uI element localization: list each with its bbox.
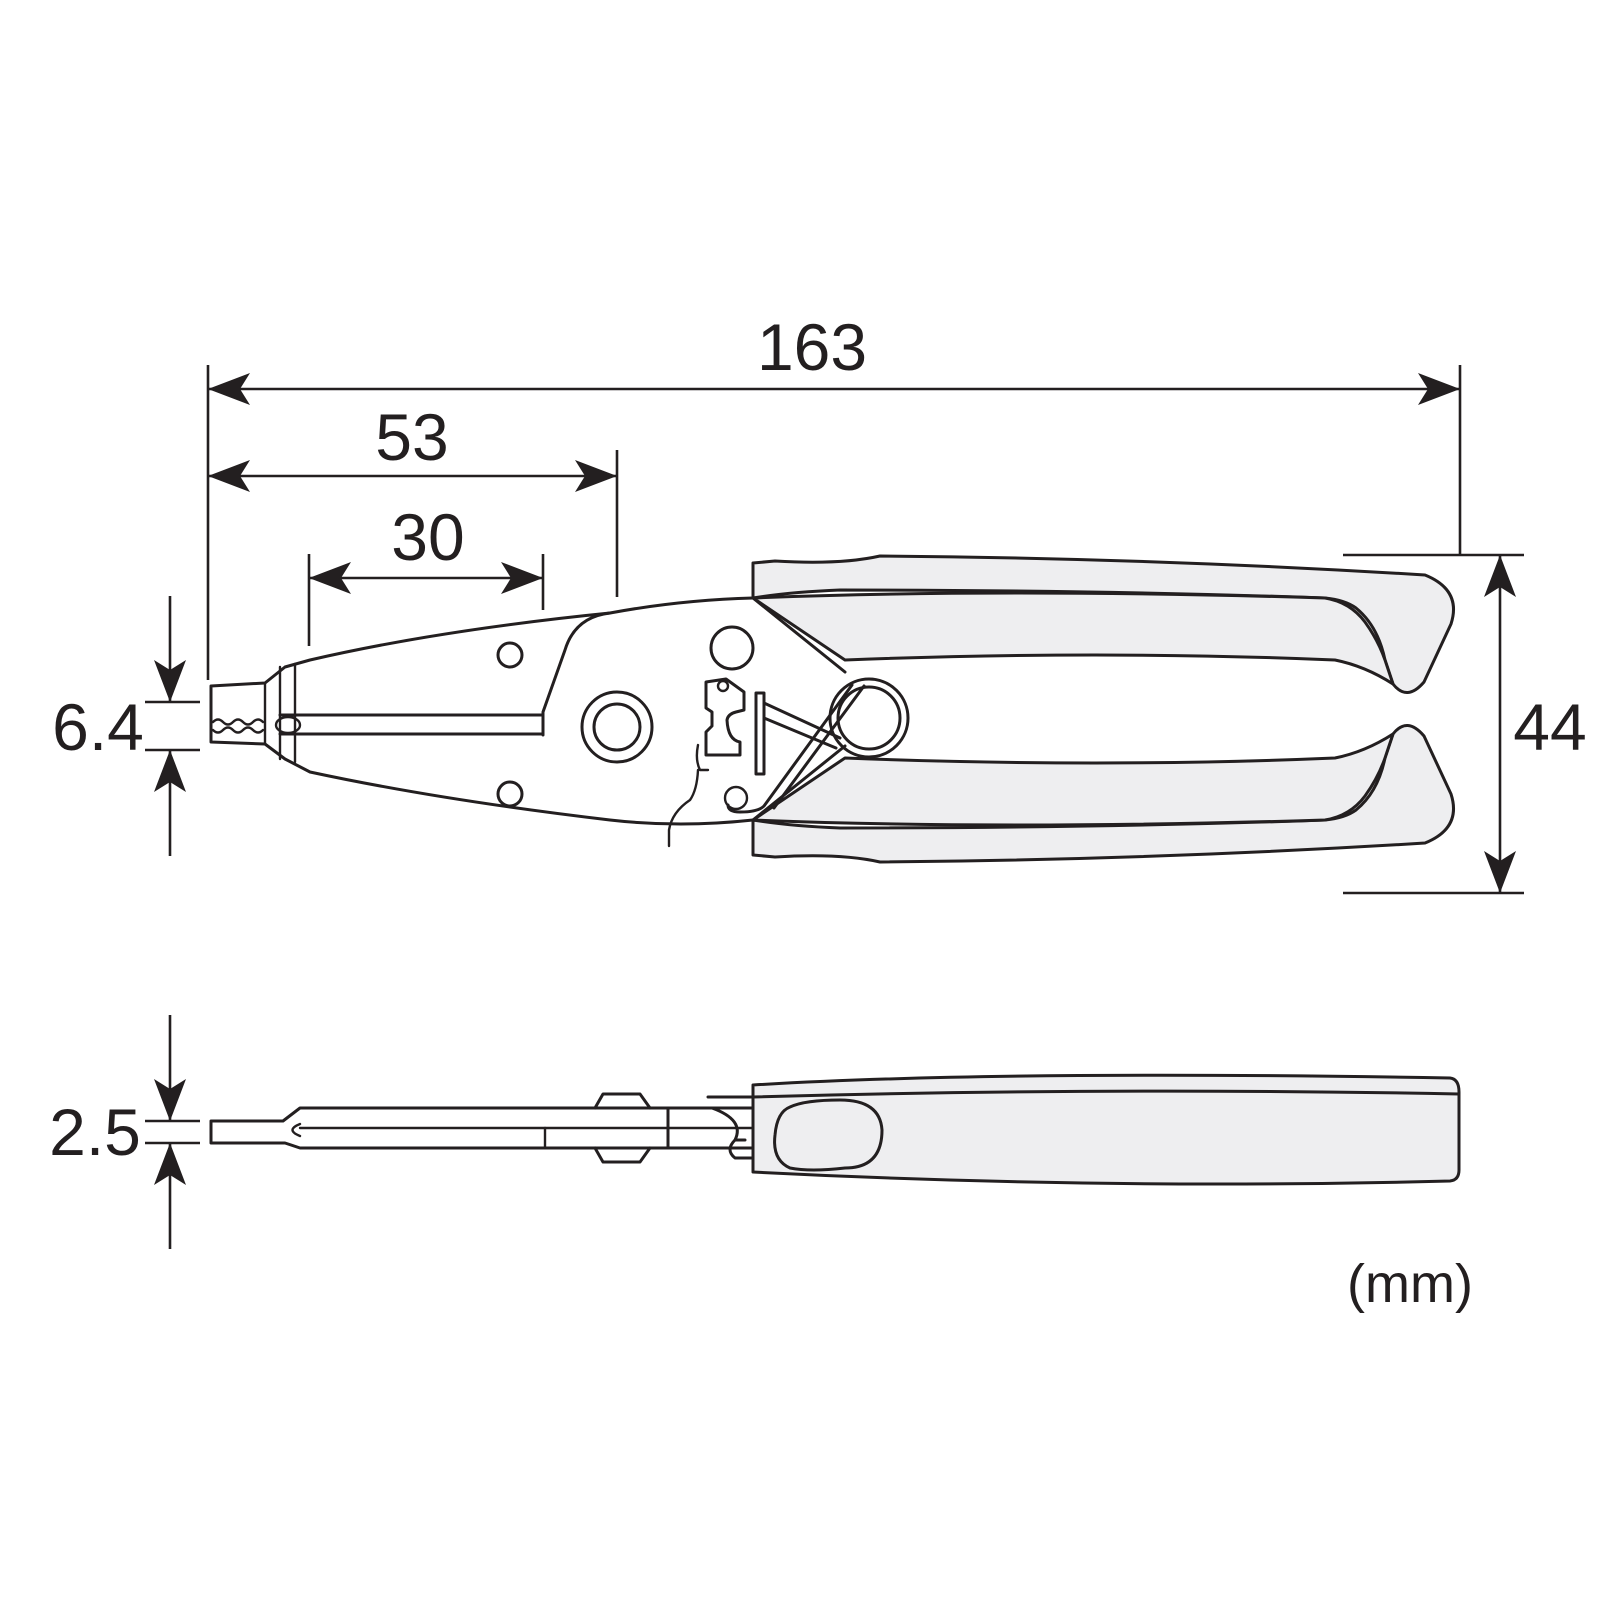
unit-label: (mm)	[1347, 1254, 1473, 1314]
jaw-tip-serration	[211, 718, 265, 726]
side-handle-cutout	[773, 1098, 884, 1172]
upper-handle-bevel	[751, 596, 847, 674]
label-pivot-length: 53	[375, 400, 448, 474]
top-view	[209, 554, 1456, 864]
side-pivot-head	[593, 1092, 652, 1164]
dim-handle-spread: 44	[1484, 555, 1587, 893]
upper-jaw-shoulder	[541, 611, 612, 737]
lower-rivet	[496, 780, 524, 808]
spring-arm-upper	[762, 701, 842, 750]
jaw-blade-bar	[278, 713, 545, 736]
jaw-tip-pin	[274, 715, 302, 735]
dim-overall-length: 163	[208, 310, 1460, 405]
side-jaw	[209, 1106, 755, 1150]
dim-blade-length: 30	[309, 500, 543, 594]
lock-plate-frame	[667, 743, 710, 848]
spring-coil	[828, 677, 910, 759]
spring-coil-inner	[836, 685, 902, 751]
lower-small-pin	[723, 785, 749, 811]
dim-thickness: 2.5	[49, 1015, 186, 1249]
side-handle	[751, 1073, 1461, 1186]
lock-button	[709, 625, 755, 671]
label-blade-length: 30	[391, 500, 464, 574]
dimension-lines: 163 53 30 44 6.4	[49, 310, 1587, 1249]
label-overall-length: 163	[757, 310, 867, 384]
dim-pivot-length: 53	[208, 400, 617, 492]
jaw-tip-serration-b	[211, 726, 265, 734]
lock-latch	[704, 677, 746, 757]
spring-arm-lower	[726, 683, 866, 814]
lock-plate	[754, 691, 766, 776]
lower-handle-grip	[751, 724, 1456, 864]
label-tip-width: 6.4	[52, 690, 144, 764]
pivot-inner-ring	[592, 702, 642, 752]
upper-handle-grip-inner	[751, 591, 1395, 686]
label-thickness: 2.5	[49, 1095, 141, 1169]
lower-handle-grip-inner	[751, 732, 1395, 827]
side-view	[209, 1073, 1461, 1186]
lock-latch-dot	[716, 679, 730, 693]
lower-handle-bevel	[751, 744, 847, 822]
tool-body-outline	[209, 596, 755, 826]
upper-rivet	[496, 641, 524, 669]
pivot-outer-ring	[580, 690, 654, 764]
side-handle-line	[751, 1089, 1461, 1099]
side-spring	[710, 1106, 739, 1142]
upper-handle-grip	[751, 554, 1456, 694]
side-jaw-curve	[291, 1122, 302, 1138]
dim-tip-width: 6.4	[52, 596, 186, 856]
label-handle-spread: 44	[1513, 690, 1586, 764]
